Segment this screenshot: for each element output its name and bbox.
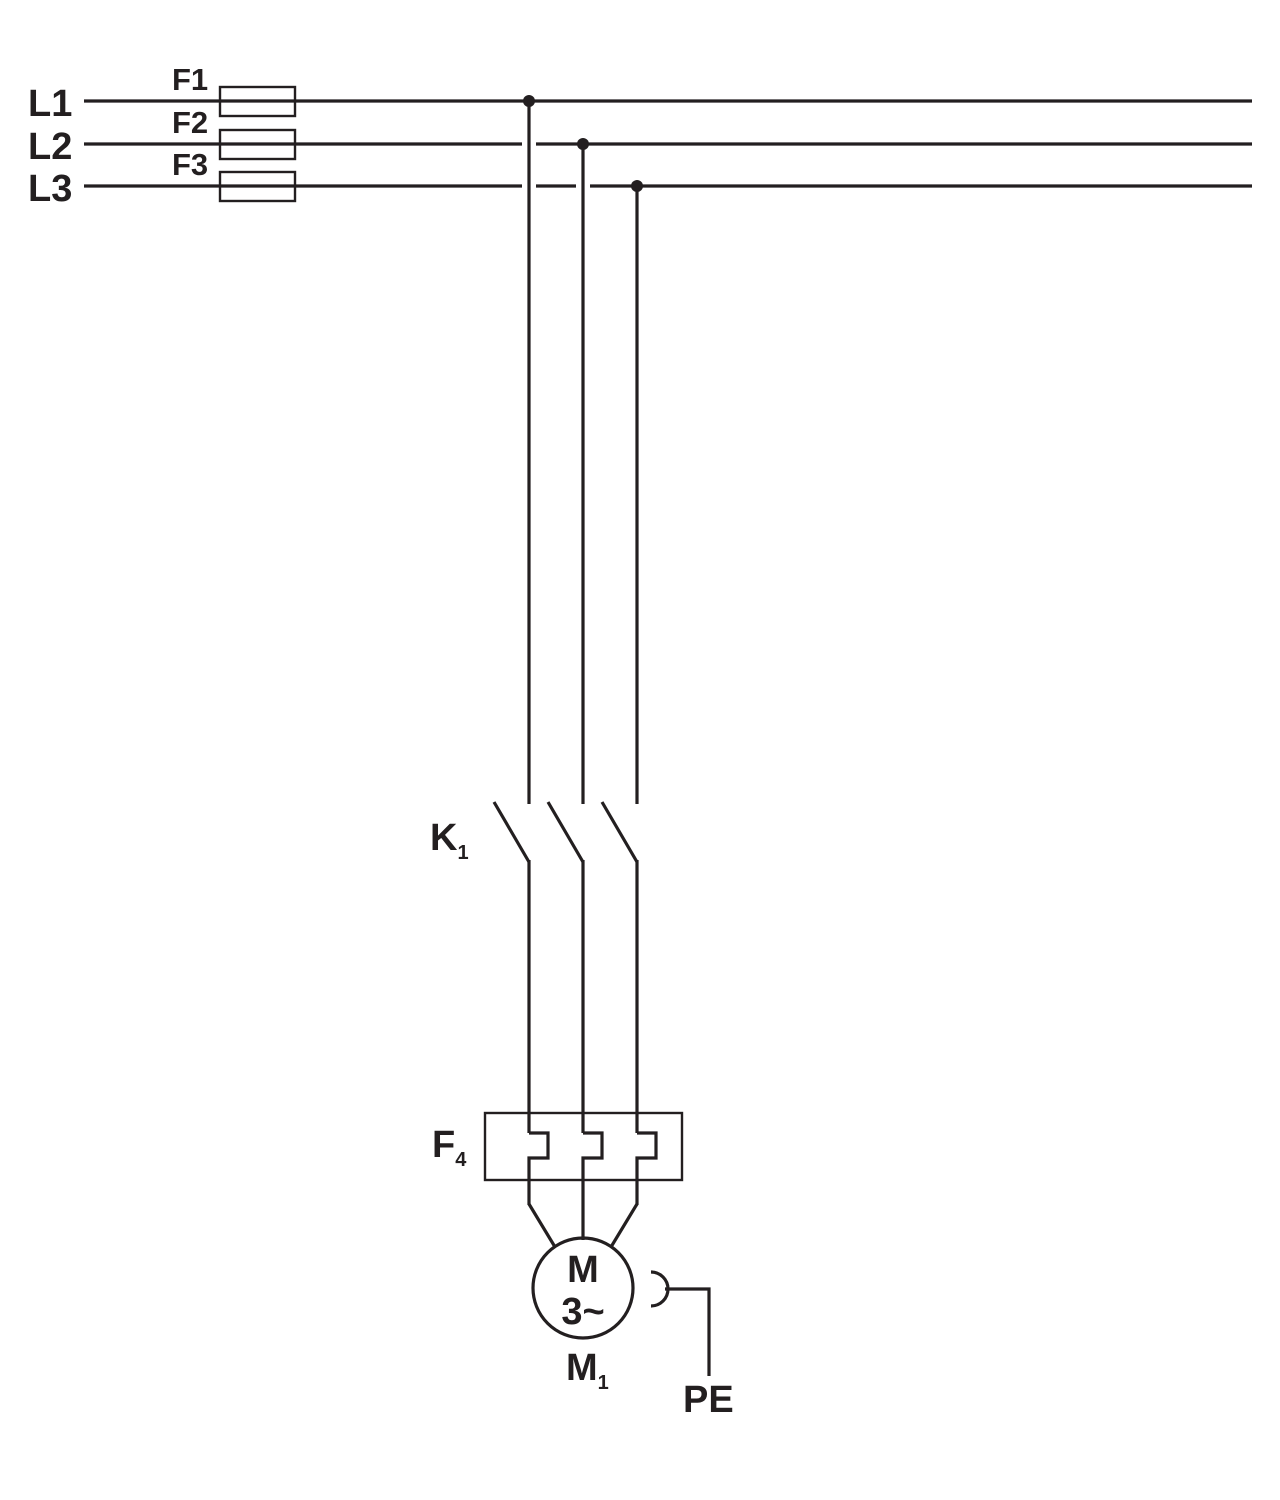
label-m1-index: 1 — [598, 1372, 609, 1394]
label-f3: F3 — [172, 147, 208, 182]
label-l2: L2 — [28, 126, 72, 168]
thermal-element-1 — [527, 1131, 550, 1205]
label-l1: L1 — [28, 83, 72, 125]
label-f4: F4 — [432, 1124, 467, 1171]
label-l3: L3 — [28, 168, 72, 210]
thermal-element-3 — [635, 1131, 658, 1205]
motor-symbol-bottom: 3~ — [561, 1291, 604, 1333]
label-f4-letter: F — [432, 1124, 455, 1166]
earth-wire — [665, 1287, 711, 1376]
label-pe: PE — [683, 1379, 734, 1421]
label-f1: F1 — [172, 62, 208, 97]
motor-symbol-top: M — [567, 1249, 599, 1291]
label-k1: K1 — [430, 817, 469, 864]
label-k1-letter: K — [430, 817, 458, 859]
contact-blade-1 — [492, 801, 531, 863]
fuse-f3 — [218, 170, 297, 203]
contactor-k1 — [492, 801, 639, 863]
labels: L1 L2 L3 F1 F2 F3 K1 F4 M 3~ M1 PE — [28, 62, 734, 1421]
supply-lines — [84, 99, 1252, 188]
overload-relay-f4 — [483, 1111, 684, 1240]
thermal-element-2 — [581, 1131, 604, 1240]
motor-m1 — [531, 1236, 711, 1376]
label-m1: M1 — [566, 1347, 609, 1394]
feed-w — [609, 1203, 639, 1248]
fuse-f1 — [218, 85, 297, 118]
feed-u — [527, 1203, 557, 1248]
contact-blade-2 — [546, 801, 585, 863]
contact-blade-3 — [600, 801, 639, 863]
drops-to-contactor — [527, 101, 639, 804]
motor-feed — [527, 1203, 639, 1248]
label-m1-letter: M — [566, 1347, 598, 1389]
label-f2: F2 — [172, 105, 208, 140]
fuse-f2 — [218, 128, 297, 161]
fuses — [218, 85, 297, 203]
label-f4-index: 4 — [455, 1149, 467, 1171]
label-k1-index: 1 — [457, 842, 468, 864]
motor-circle — [531, 1236, 635, 1340]
wires-to-relay — [527, 860, 639, 1133]
